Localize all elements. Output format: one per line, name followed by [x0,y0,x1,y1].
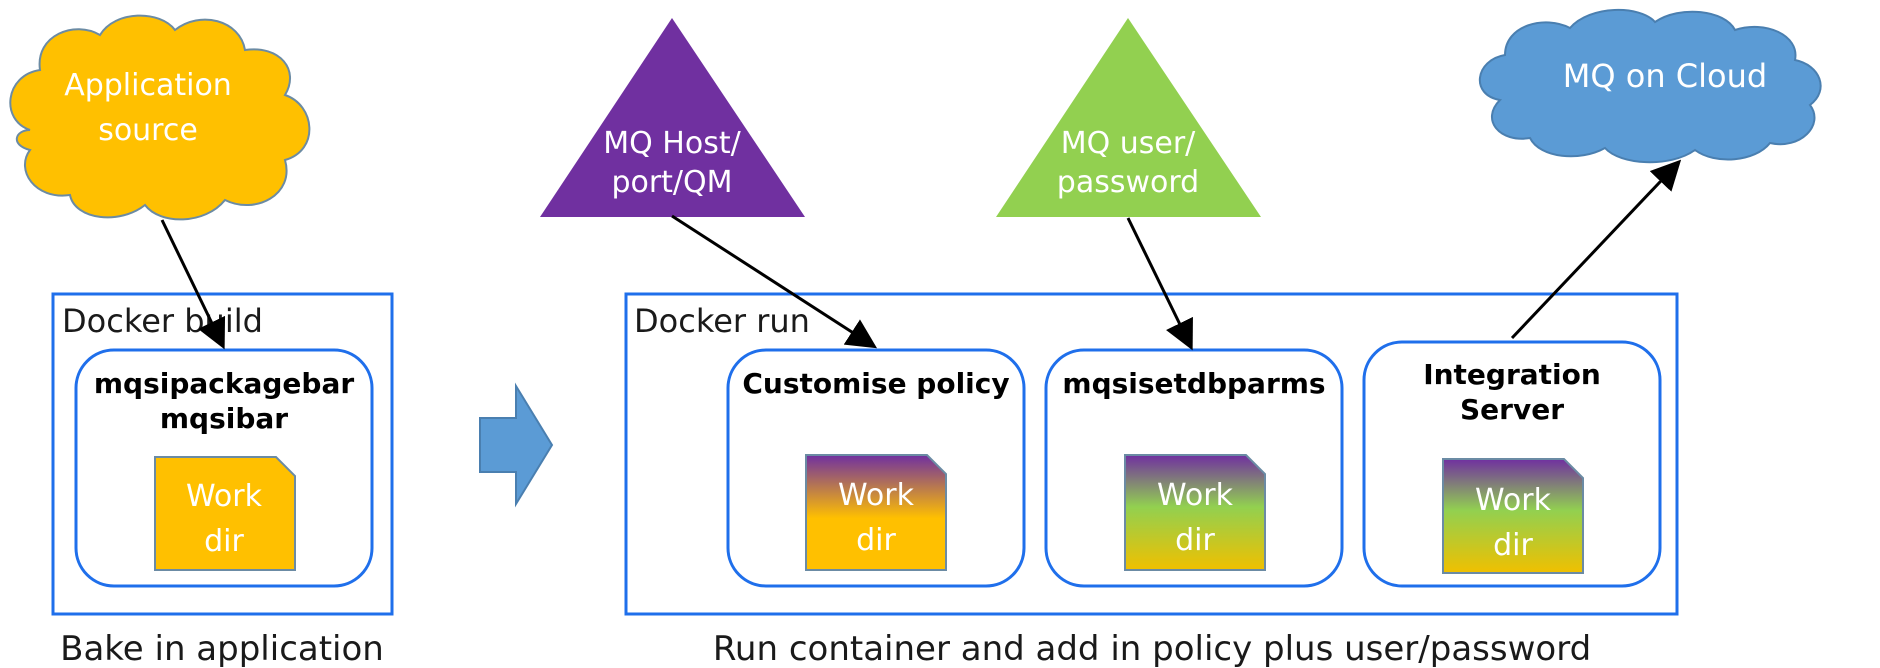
customise-policy-step: Customise policy Work dir [726,348,1026,588]
integration-server-step: Integration Server Work dir [1362,340,1662,588]
docker-run-container: Docker run Customise policy Work dir mqs… [624,292,1679,668]
mq-host-triangle: MQ Host/ port/QM [540,18,805,217]
transition-arrow [479,382,554,508]
workdir-customise: Work dir [805,454,947,571]
mqsipackagebar-line2: mqsibar [160,402,288,435]
docker-build-container: Docker build mqsipackagebar mqsibar Work… [51,292,394,668]
app-source-line1: Application [64,68,232,103]
customise-policy-title: Customise policy [742,367,1009,400]
workdir-setdbparms-line1: Work [1157,478,1234,513]
integration-server-title-line2: Server [1460,393,1564,426]
arrow-mqhost-to-policy [671,214,878,349]
arrow-server-to-cloud [1510,159,1682,340]
mq-user-line2: password [1057,165,1199,200]
mqsisetdbparms-title: mqsisetdbparms [1062,367,1325,400]
workdir-is-line1: Work [1475,483,1552,518]
arrow-source-to-build [160,219,226,350]
mq-host-line2: port/QM [611,165,732,200]
run-caption: Run container and add in policy plus use… [713,629,1591,668]
workdir-integration-server: Work dir [1442,458,1584,574]
mq-on-cloud: MQ on Cloud [1479,8,1822,164]
docker-run-label: Docker run [634,302,810,340]
workdir-build-line1: Work [186,479,263,514]
workdir-is-line2: dir [1493,528,1533,563]
docker-build-label: Docker build [62,302,263,340]
bake-caption: Bake in application [60,629,384,668]
workdir-customise-line1: Work [838,478,915,513]
workdir-build-line2: dir [204,524,244,559]
mqsipackagebar-line1: mqsipackagebar [94,367,355,400]
mqsisetdbparms-step: mqsisetdbparms Work dir [1044,348,1344,588]
integration-server-title-line1: Integration [1423,358,1601,391]
arrow-mquser-to-setdbparms [1126,217,1193,351]
workdir-customise-line2: dir [856,523,896,558]
mq-user-line1: MQ user/ [1061,126,1196,161]
mq-cloud-label: MQ on Cloud [1563,57,1767,95]
workdir-build: Work dir [154,456,296,571]
mq-host-line1: MQ Host/ [603,126,741,161]
workdir-setdbparms-line2: dir [1175,523,1215,558]
workdir-setdbparms: Work dir [1124,454,1266,571]
mq-user-triangle: MQ user/ password [996,18,1261,217]
application-source-cloud: Application source [9,14,311,221]
app-source-line2: source [98,113,198,148]
